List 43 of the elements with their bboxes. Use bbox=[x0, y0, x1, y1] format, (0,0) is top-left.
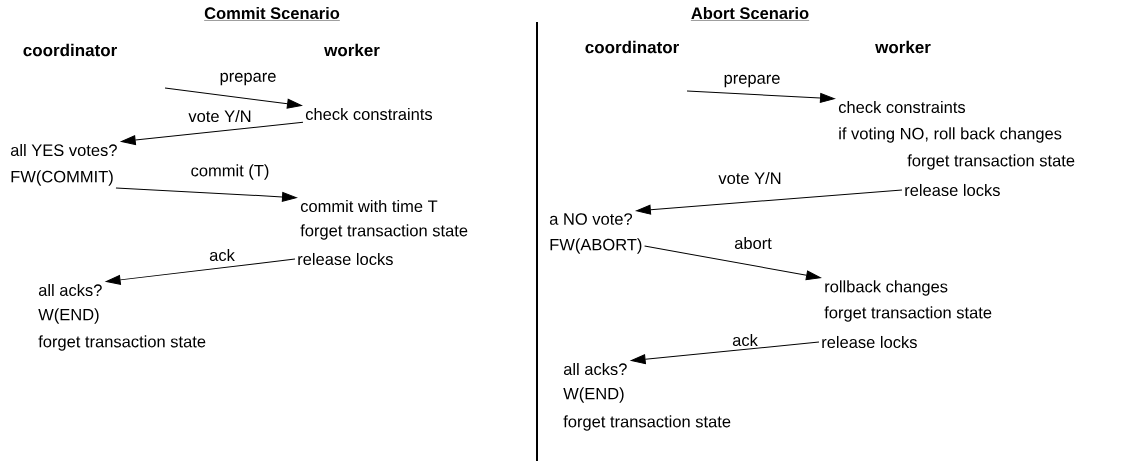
edge-label: vote Y/N bbox=[187, 108, 253, 124]
step-text: W(END) bbox=[563, 387, 624, 403]
arrow bbox=[644, 245, 821, 281]
arrow bbox=[164, 87, 302, 109]
step-text: check constraints bbox=[305, 107, 433, 121]
arrow bbox=[686, 90, 835, 103]
step-text: forget transaction state bbox=[300, 224, 468, 240]
arrow bbox=[115, 187, 297, 202]
edge-label: ack bbox=[731, 332, 759, 348]
step-text: check constraints bbox=[838, 100, 966, 114]
step-text: commit with time T bbox=[300, 199, 438, 213]
edge-label: prepare bbox=[218, 71, 278, 87]
arrow bbox=[120, 121, 304, 146]
column-heading: coordinator bbox=[585, 40, 679, 54]
edge-label: prepare bbox=[722, 73, 782, 89]
step-text: forget transaction state bbox=[563, 415, 731, 431]
step-text: release locks bbox=[822, 335, 917, 349]
step-text: forget transaction state bbox=[38, 335, 206, 351]
step-text: forget transaction state bbox=[907, 154, 1075, 170]
column-heading: coordinator bbox=[23, 43, 117, 57]
step-text: all YES votes? bbox=[10, 143, 117, 157]
edge-label: commit (T) bbox=[189, 163, 271, 181]
step-text: release locks bbox=[905, 183, 1000, 197]
edge-label: abort bbox=[733, 235, 773, 251]
column-heading: worker bbox=[324, 43, 380, 57]
step-text: all acks? bbox=[38, 283, 102, 297]
scenario-heading: Commit Scenario bbox=[203, 6, 341, 21]
step-text: release locks bbox=[298, 252, 393, 266]
edge-label: vote Y/N bbox=[717, 170, 783, 186]
arrow bbox=[636, 189, 903, 215]
step-text: all acks? bbox=[563, 362, 627, 376]
step-text: a NO vote? bbox=[549, 213, 633, 225]
scenario-heading: Abort Scenario bbox=[690, 6, 810, 21]
step-text: FW(ABORT) bbox=[550, 238, 642, 254]
arrow bbox=[105, 258, 296, 285]
step-text: FW(COMMIT) bbox=[11, 170, 113, 186]
step-text: W(END) bbox=[38, 308, 99, 324]
column-heading: worker bbox=[875, 40, 931, 54]
step-text: rollback changes bbox=[825, 280, 948, 296]
edge-label: ack bbox=[208, 247, 236, 263]
step-text: forget transaction state bbox=[824, 306, 992, 322]
arrow bbox=[630, 341, 820, 365]
step-text: if voting NO, roll back changes bbox=[839, 127, 1062, 143]
